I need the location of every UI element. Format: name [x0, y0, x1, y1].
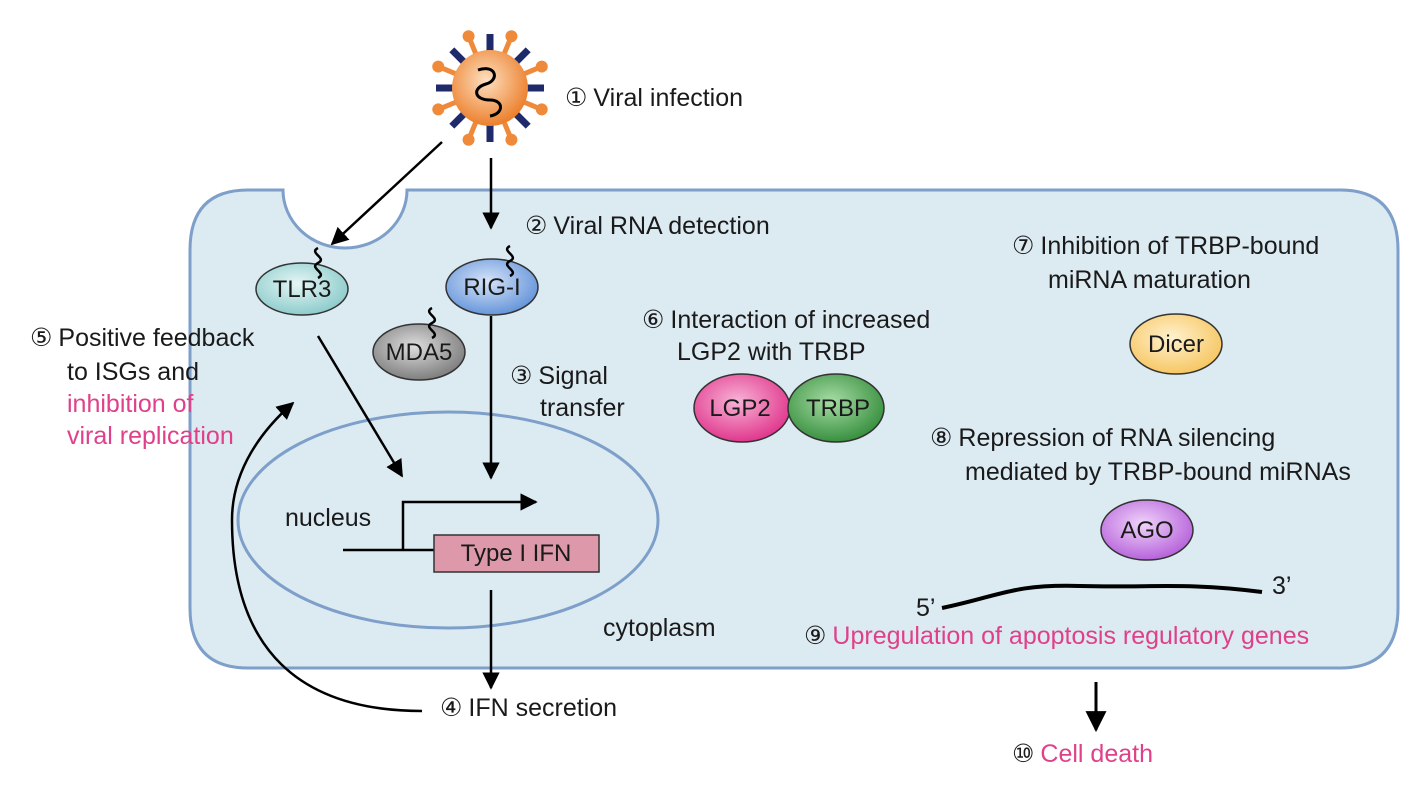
step-5-label-line2: to ISGs and [67, 358, 199, 386]
step-8-label-line2: mediated by TRBP-bound miRNAs [965, 458, 1351, 486]
step-5-label-line3: inhibition of [67, 390, 194, 418]
type-i-ifn-gene-label: Type I IFN [461, 540, 572, 567]
arrow-tlr3-to-nucleus [316, 335, 404, 478]
lgp2-label: LGP2 [709, 395, 770, 422]
virus-spike-knob [505, 133, 518, 146]
virus-spike-knob [505, 30, 518, 43]
rig-i-viral-rna-icon [505, 244, 515, 278]
step-3-label-line2: transfer [540, 394, 625, 422]
trbp-protein [787, 373, 885, 443]
ago-protein [1100, 499, 1194, 561]
tlr3-receptor [255, 262, 349, 316]
mda5-viral-rna-icon [427, 306, 437, 340]
virus-spike-knob [462, 30, 475, 43]
virus-spike-knob [462, 133, 475, 146]
arrow-virus-to-tlr3 [330, 141, 443, 246]
mda5-label: MDA5 [386, 339, 453, 366]
dicer-protein [1129, 313, 1223, 375]
mda5-receptor [372, 323, 466, 381]
virus-spike [449, 110, 468, 129]
trbp-label: TRBP [806, 395, 870, 422]
transcription-start-arrow [401, 493, 538, 550]
step-5-label-line4: viral replication [67, 422, 234, 450]
mrna-5-prime-label: 5’ [916, 594, 935, 622]
virus-spike-knob [432, 103, 445, 116]
virus-spike-knob [432, 60, 445, 73]
virus-spike-knob [535, 103, 548, 116]
type-i-ifn-gene-box [433, 534, 600, 573]
virus-icon [432, 30, 548, 146]
tlr3-viral-rna-icon [313, 246, 323, 280]
step-7-label-line2: miRNA maturation [1048, 266, 1251, 294]
rig-i-label: RIG-I [463, 274, 520, 301]
ago-label: AGO [1120, 517, 1173, 544]
virus-spike [512, 110, 531, 129]
cytoplasm-label: cytoplasm [603, 614, 716, 642]
dicer-label: Dicer [1148, 331, 1204, 358]
mrna-strand [941, 583, 1263, 610]
mrna-3-prime-label: 3’ [1272, 572, 1291, 600]
step-6-label-line2: LGP2 with TRBP [677, 338, 866, 366]
virus-spike [449, 47, 468, 66]
virus-rna [475, 67, 502, 118]
virus-spike [512, 47, 531, 66]
tlr3-label: TLR3 [273, 276, 332, 303]
rig-i-receptor [445, 258, 539, 316]
nucleus [236, 410, 660, 630]
virus-spike-knob [535, 60, 548, 73]
nucleus-label: nucleus [285, 504, 371, 532]
arrow-positive-feedback [230, 401, 423, 713]
virus-body [452, 50, 528, 126]
